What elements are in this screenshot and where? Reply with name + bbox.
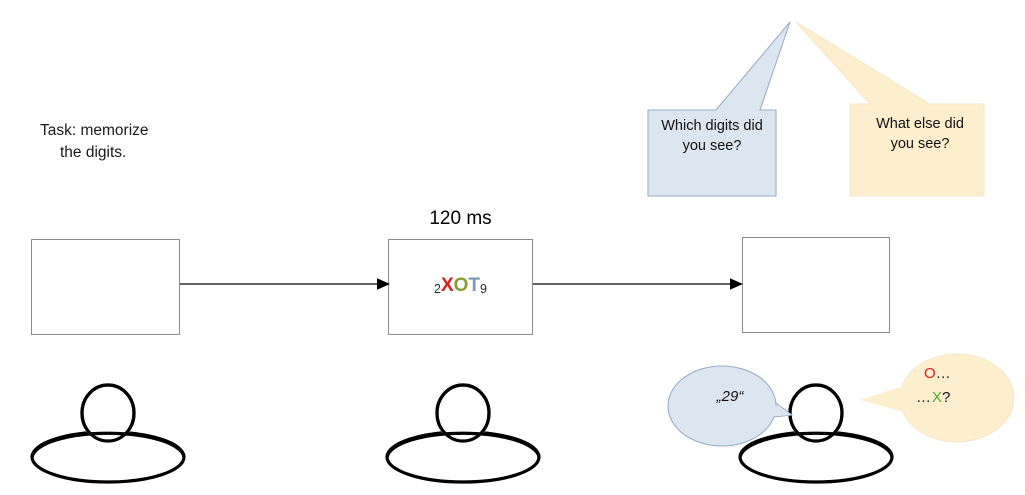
stimulus-frame-blank-after	[742, 237, 890, 333]
flow-arrow-2	[533, 278, 743, 290]
person-figure-1	[30, 383, 186, 484]
prompt-letters-text: What else did you see?	[858, 114, 982, 155]
speech-bubble-reply-letters	[860, 353, 1015, 443]
stimulus-duration-label: 120 ms	[429, 208, 492, 229]
person-figure-3	[738, 383, 894, 484]
prompt-digits-line1: Which digits did	[661, 118, 763, 134]
stimulus-letter-x: X	[440, 275, 454, 296]
task-instruction-line2: the digits.	[60, 144, 127, 162]
top-speech-bubbles-group	[647, 21, 985, 197]
prompt-letters-line2: you see?	[890, 136, 950, 153]
stimulus-letter-o: O	[453, 275, 469, 296]
stimulus-letter-t: T	[468, 275, 481, 296]
reply-letter-x: X	[932, 389, 943, 406]
speech-bubble-what-else	[795, 21, 985, 197]
task-instruction-caption: Task: memorize the digits.	[40, 120, 260, 165]
reply-digits-text: „29“	[716, 388, 744, 405]
reply-letters-text: O… …X?	[910, 362, 1006, 410]
stimulus-digit-left: 2	[434, 282, 441, 296]
stimulus-digit-right: 9	[480, 282, 487, 296]
stimulus-frame-blank-before	[31, 239, 180, 335]
stimulus-frame-display	[388, 239, 533, 335]
prompt-letters-line1: What else did	[876, 116, 964, 132]
prompt-digits-text: Which digits did you see?	[650, 116, 774, 157]
speech-bubble-reply-digits	[667, 365, 794, 447]
reply-line1-ellipsis: …	[935, 365, 952, 382]
speech-bubble-which-digits	[647, 21, 791, 197]
task-instruction-line1: Task: memorize	[40, 122, 149, 139]
flow-arrow-1	[180, 278, 390, 290]
person-figure-2	[385, 383, 541, 484]
reply-letter-o: O	[924, 365, 936, 382]
stimulus-string: 2XOT9	[388, 275, 533, 297]
reply-line2-ellipsis: …	[916, 389, 932, 406]
reply-question-mark: ?	[942, 389, 951, 406]
prompt-digits-line2: you see?	[682, 138, 742, 155]
